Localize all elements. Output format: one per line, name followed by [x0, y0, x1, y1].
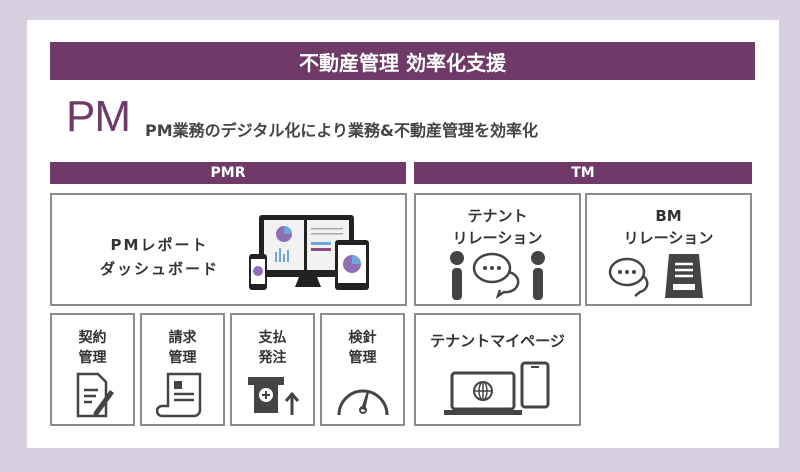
payment-order-card[interactable]: 支払 発注 — [230, 313, 315, 426]
tenant-relation-label: テナント リレーション — [452, 207, 543, 247]
pm-logo: PM — [66, 92, 131, 141]
pm-report-dashboard-card[interactable]: PMレポート ダッシュボード — [50, 193, 407, 306]
invoice-scroll-icon — [156, 372, 202, 418]
contract-management-card[interactable]: 契約 管理 — [50, 313, 135, 426]
payment-order-label: 支払 発注 — [258, 330, 287, 366]
pm-report-dashboard-label: PMレポート ダッシュボード — [100, 236, 220, 278]
billing-management-label: 請求 管理 — [168, 330, 197, 366]
section-pmr: PMR — [50, 162, 406, 184]
laptop-phone-web-icon — [444, 361, 550, 415]
bm-relation-label: BM リレーション — [623, 207, 714, 247]
multi-device-dashboard-icon — [249, 215, 369, 290]
contract-document-pen-icon — [76, 372, 114, 418]
bm-relation-card[interactable]: BM リレーション — [585, 193, 752, 306]
tenant-mypage-card[interactable]: テナントマイページ — [414, 313, 581, 426]
tenant-mypage-label: テナントマイページ — [430, 332, 565, 350]
people-chat-icon — [450, 251, 545, 300]
meter-reading-card[interactable]: 検針 管理 — [320, 313, 405, 426]
meter-reading-label: 検針 管理 — [348, 330, 377, 366]
page-title: 不動産管理 効率化支援 — [50, 42, 755, 80]
tagline: PM業務のデジタル化により業務&不動産管理を効率化 — [145, 121, 538, 140]
section-tm: TM — [414, 162, 752, 184]
contract-management-label: 契約 管理 — [78, 330, 107, 366]
billing-management-card[interactable]: 請求 管理 — [140, 313, 225, 426]
gauge-meter-icon — [337, 389, 389, 416]
chat-inbox-tray-icon — [608, 254, 703, 298]
payment-atm-icon — [248, 377, 300, 415]
tenant-relation-card[interactable]: テナント リレーション — [414, 193, 581, 306]
